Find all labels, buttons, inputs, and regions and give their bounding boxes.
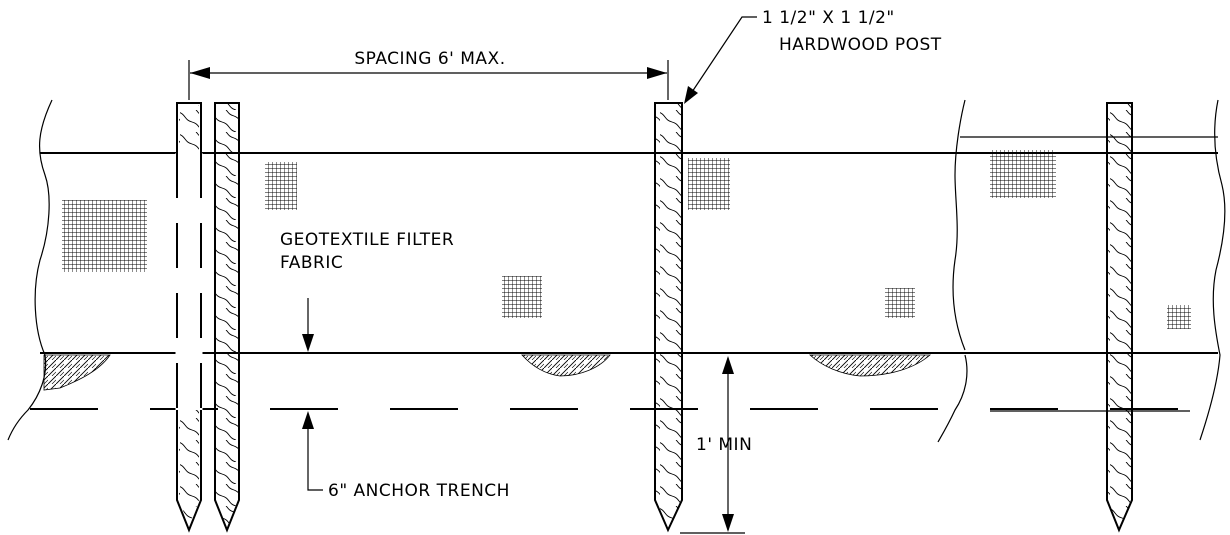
min-depth-dimension — [680, 356, 745, 534]
ground-right-break-line — [937, 354, 968, 443]
hardwood-post-middle — [654, 102, 683, 533]
fabric-left-break-line — [34, 99, 53, 356]
fabric-right-break-line — [952, 99, 966, 351]
spacing-dimension — [188, 60, 669, 100]
fabric-pointer-arrow — [302, 298, 314, 352]
geotextile-label-line1: GEOTEXTILE FILTER — [280, 230, 454, 250]
anchor-trench-label: 6" ANCHOR TRENCH — [328, 481, 510, 501]
post-callout-leader — [684, 16, 757, 104]
fabric-mesh-patch — [688, 158, 730, 210]
spacing-label: SPACING 6' MAX. — [354, 49, 505, 69]
post-callout-line1: 1 1/2" X 1 1/2" — [762, 8, 895, 28]
geotextile-label-line2: FABRIC — [280, 253, 343, 273]
ground-left-break-line — [7, 354, 47, 441]
trench-pointer-leader — [302, 411, 323, 491]
fabric-mesh-patch — [990, 150, 1056, 198]
hardwood-post-right — [1106, 102, 1133, 533]
far-right-break-line — [1199, 99, 1226, 441]
min-depth-label: 1' MIN — [696, 435, 752, 455]
post-callout-line2: HARDWOOD POST — [779, 35, 942, 55]
fabric-mesh-patch — [502, 276, 542, 318]
fabric-mesh-patch — [265, 162, 297, 210]
fabric-mesh-patch — [62, 200, 147, 272]
soil-hatch-left — [43, 354, 111, 391]
fabric-mesh-patch — [885, 288, 915, 318]
soil-hatch-right — [808, 354, 932, 377]
hardwood-post-overlap-a — [175, 102, 203, 533]
hardwood-post-overlap-b — [214, 102, 240, 533]
soil-hatch-middle — [521, 354, 611, 377]
fabric-mesh-patch — [1167, 305, 1191, 329]
